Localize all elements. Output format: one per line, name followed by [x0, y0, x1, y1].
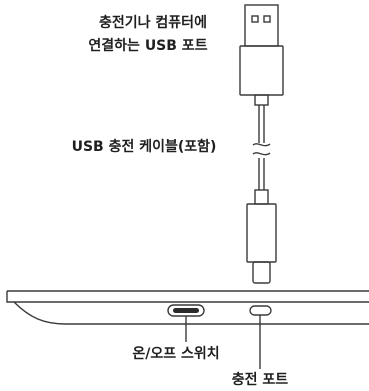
usb-port-label-line2: 연결하는 USB 포트	[88, 37, 207, 54]
usb-c-tip	[252, 261, 271, 284]
e-reader-device-icon	[6, 290, 369, 325]
usb-a-contact-right	[263, 15, 271, 23]
usb-port-label-line1: 충전기나 컴퓨터에	[99, 14, 207, 31]
charging-port	[249, 305, 272, 316]
usb-a-strain-relief	[254, 94, 269, 106]
usb-a-contact-left	[251, 15, 259, 23]
usb-a-connector	[244, 4, 279, 47]
charging-port-label: 충전 포트	[232, 371, 289, 388]
cable-break-icon	[252, 143, 271, 156]
usb-c-plug-icon	[246, 189, 277, 284]
usb-a-body	[239, 45, 284, 96]
cable	[258, 105, 265, 190]
usb-a-plug-icon	[239, 4, 284, 106]
usb-c-strain-relief	[254, 189, 269, 205]
usb-c-body	[246, 203, 277, 263]
cable-label: USB 충전 케이블(포함)	[72, 138, 217, 155]
power-switch-label: 온/오프 스위치	[132, 346, 219, 362]
power-switch	[167, 304, 205, 317]
